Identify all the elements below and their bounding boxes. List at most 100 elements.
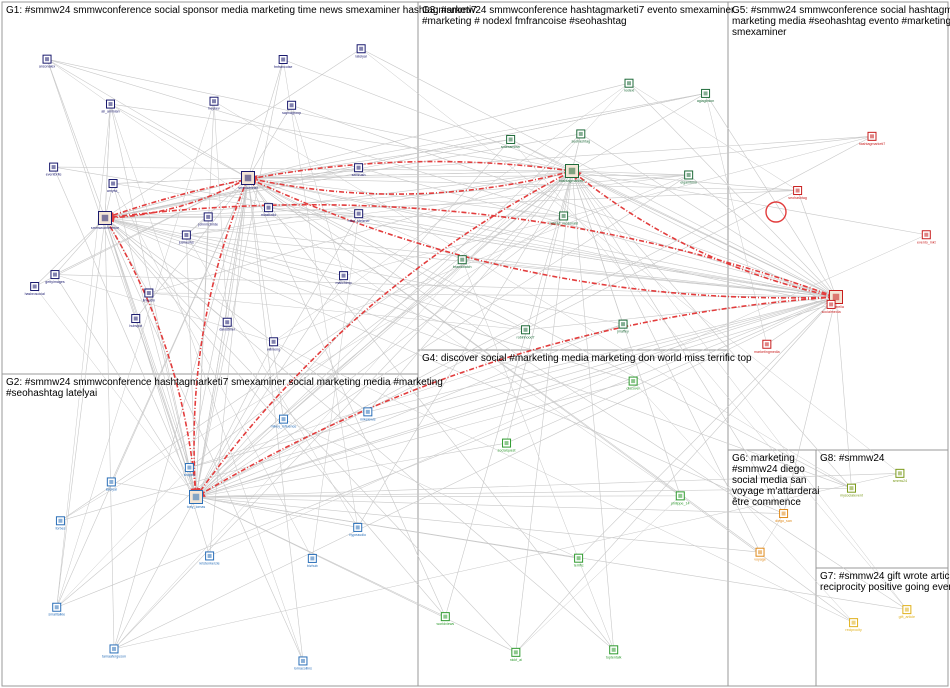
edge-14 <box>110 103 197 498</box>
edge-214 <box>113 473 900 650</box>
node-g1-fmfrancoise: fmfrancoise <box>274 55 292 69</box>
node-avatar <box>356 165 361 170</box>
edge-217 <box>195 487 852 498</box>
node-g2-hypeaudio: hypeaudio <box>349 522 366 537</box>
edge-210 <box>247 177 908 610</box>
node-label: hashtagmarketi7 <box>559 179 586 183</box>
edge-131 <box>195 174 689 498</box>
node-avatar <box>703 91 708 96</box>
edge-161 <box>195 380 634 498</box>
node-avatar <box>443 614 448 619</box>
node-label: discover <box>626 387 640 391</box>
node-label: gift_article <box>899 615 915 619</box>
node-avatar <box>289 103 294 108</box>
node-label: forbes <box>55 526 65 530</box>
node-label: smmwconference <box>91 226 119 230</box>
edge-130 <box>247 174 689 179</box>
edge-173 <box>247 177 446 617</box>
edge-90 <box>209 177 249 556</box>
edge-142 <box>461 259 614 650</box>
red-edge-5 <box>190 177 249 498</box>
edge-137 <box>195 215 564 498</box>
node-label: elgambino <box>680 180 697 184</box>
edge-19 <box>186 177 249 236</box>
edge-3 <box>104 177 249 219</box>
edge-71 <box>247 177 359 214</box>
edge-148 <box>247 177 526 331</box>
edge-127 <box>510 139 837 298</box>
node-g1-gettyimages: gettyimages <box>45 270 65 284</box>
edge-13 <box>110 103 249 179</box>
edge-96 <box>56 104 111 608</box>
node-label: justworks <box>178 241 194 245</box>
edge-70 <box>104 213 359 219</box>
node-avatar <box>611 647 616 652</box>
node-avatar <box>897 471 902 476</box>
edge-59 <box>46 59 197 498</box>
edge-211 <box>195 496 907 610</box>
group-label-g1: G1: #smmw24 smmwconference social sponso… <box>6 5 477 16</box>
group-label-g8: G8: #smmw24 <box>820 453 885 464</box>
edge-114 <box>60 170 573 522</box>
edge-33 <box>104 48 362 219</box>
node-g1-wlimeng: wlimeng <box>267 337 280 351</box>
node-label: semrush <box>352 173 366 177</box>
node-label: marketingmedia <box>754 350 780 354</box>
node-avatar <box>356 211 361 216</box>
node-label: mikey_influence <box>271 425 297 429</box>
node-g5-hashtagmarketi7: hashtagmarketi7 <box>859 131 885 146</box>
edge-56 <box>213 101 228 323</box>
red-edges <box>104 160 837 498</box>
edge-62 <box>46 58 111 105</box>
node-g1-smmwconference: smmwconference <box>91 211 119 230</box>
edge-67 <box>113 177 249 184</box>
node-label: tony_lomas <box>187 505 206 509</box>
node-g4-philippe-14: philippe_14 <box>671 491 689 505</box>
edge-191 <box>195 190 798 498</box>
edge-160 <box>104 217 634 382</box>
edge-187 <box>195 136 873 498</box>
edge-133 <box>688 174 837 298</box>
edge-213 <box>195 473 900 498</box>
edge-204 <box>571 170 784 514</box>
edge-63 <box>247 105 292 179</box>
node-label: gettyimages <box>45 280 65 284</box>
node-g6-diego-san: diego_san <box>775 509 792 523</box>
edge-81 <box>195 177 249 498</box>
edge-10 <box>283 59 573 172</box>
node-avatar <box>32 284 37 289</box>
edge-156 <box>195 133 581 498</box>
node-g1-mlastudio: mlastudio <box>261 203 276 217</box>
edge-60 <box>46 58 573 172</box>
node-label: seohashtag <box>571 139 590 143</box>
node-label: terrific <box>574 564 584 568</box>
node-label: robinhood7 <box>517 335 535 339</box>
node-avatar <box>45 57 50 62</box>
edge-11 <box>282 59 358 528</box>
edge-219 <box>835 296 852 489</box>
edge-151 <box>247 93 706 179</box>
edge-135 <box>104 215 564 219</box>
node-label: philippe_14 <box>671 501 689 505</box>
edge-107 <box>367 170 573 413</box>
node-g1-johnmcbride: johnmcbride <box>197 212 218 226</box>
edge-188 <box>571 136 873 172</box>
node-avatar <box>924 232 929 237</box>
node-g3-jmaffey: jmaffey <box>616 319 629 334</box>
node-g1-eventbrite: eventbrite <box>46 162 62 177</box>
edge-57 <box>46 59 106 219</box>
edge-168 <box>515 495 681 653</box>
edge-79 <box>34 286 197 498</box>
node-label: mikelewis <box>360 417 376 421</box>
group-box-g8 <box>815 449 949 569</box>
node-g1-sapnagroup: sapnagroup <box>282 100 301 115</box>
node-label: evento_mkt <box>917 240 936 244</box>
edge-37 <box>56 101 215 608</box>
edge-206 <box>759 513 784 553</box>
node-label: seohashtag <box>788 196 807 200</box>
edge-105 <box>113 83 630 650</box>
edge-42 <box>268 170 573 208</box>
